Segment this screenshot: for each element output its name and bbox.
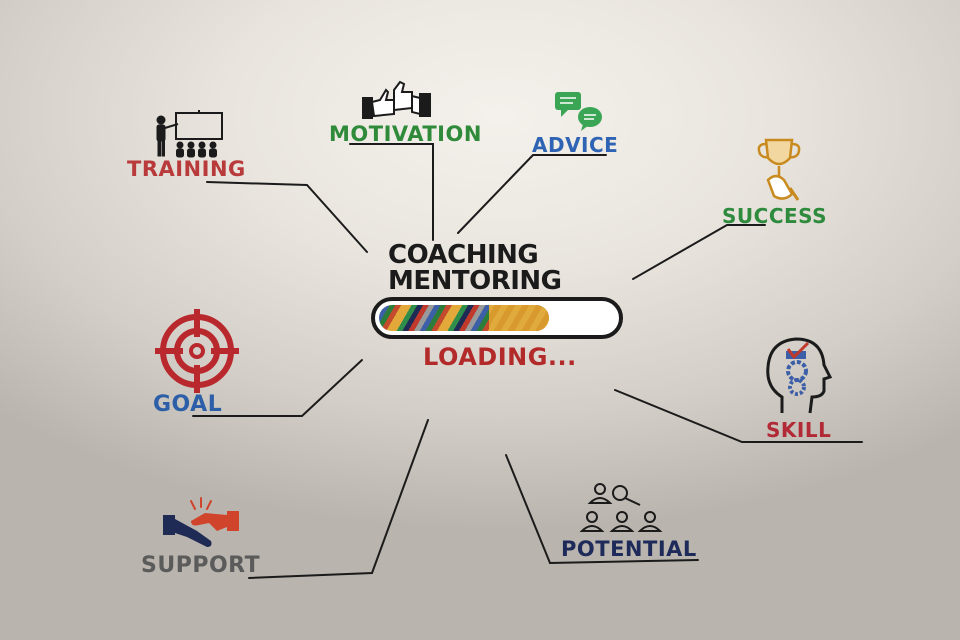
presentation-icon xyxy=(156,110,223,158)
connector-advice xyxy=(457,154,607,234)
head-gears-icon xyxy=(766,337,832,414)
hub-title-line1: COACHING xyxy=(388,240,539,270)
thumbs-up-icon xyxy=(362,80,431,119)
label-advice: ADVICE xyxy=(532,133,619,157)
label-training: TRAINING xyxy=(127,157,246,181)
handshake-icon xyxy=(163,497,239,547)
loading-progress-fill xyxy=(379,305,549,331)
target-icon xyxy=(155,309,239,393)
label-goal: GOAL xyxy=(153,392,223,417)
connector-motivation xyxy=(349,143,434,241)
label-support: SUPPORT xyxy=(141,553,261,578)
people-search-icon xyxy=(579,483,663,532)
hub-title-line2: MENTORING xyxy=(388,266,562,296)
speech-bubbles-icon xyxy=(555,92,602,131)
connector-potential xyxy=(505,454,699,565)
connector-goal xyxy=(192,359,363,417)
connector-support xyxy=(248,419,429,579)
label-potential: POTENTIAL xyxy=(561,537,697,561)
loading-progress-bar xyxy=(371,297,623,339)
connector-training xyxy=(206,181,368,253)
label-success: SUCCESS xyxy=(722,204,828,228)
label-skill: SKILL xyxy=(766,418,832,442)
label-motivation: MOTIVATION xyxy=(329,122,482,146)
loading-status-text: LOADING... xyxy=(423,343,577,371)
connector-success xyxy=(632,224,766,280)
connector-skill xyxy=(614,389,863,443)
trophy-icon xyxy=(757,138,801,201)
